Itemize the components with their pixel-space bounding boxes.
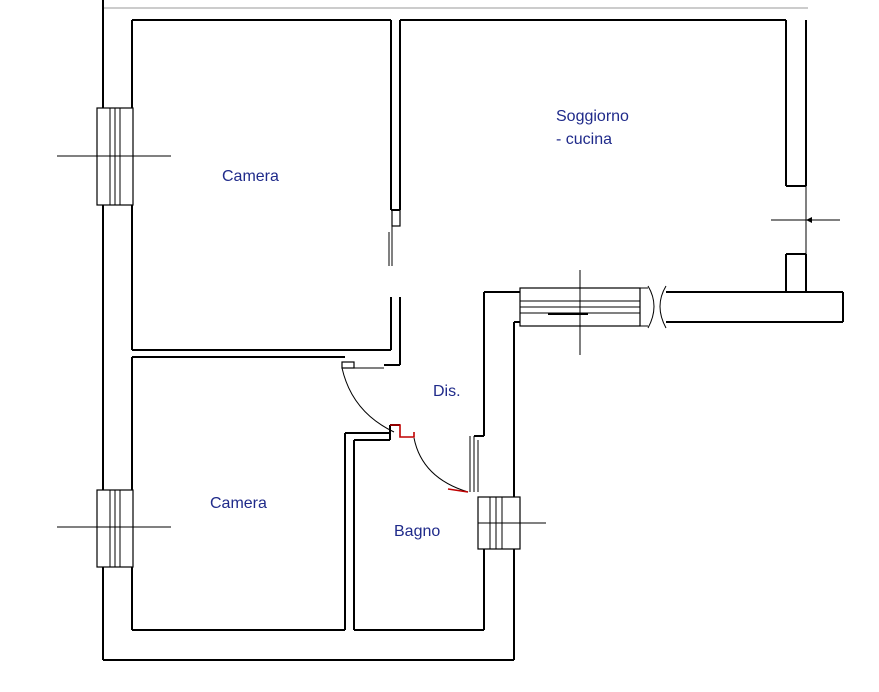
outer-walls [102, 0, 844, 661]
label-camera-bottom: Camera [210, 495, 267, 512]
window-soggiorno-bottom [519, 270, 667, 355]
door-bagno [390, 424, 469, 493]
label-soggiorno-line2: - cucina [556, 131, 612, 148]
label-bagno: Bagno [394, 523, 440, 540]
door-camera-bottom [341, 367, 395, 433]
interior-walls [132, 20, 484, 630]
window-left-top [57, 107, 171, 206]
label-dis: Dis. [433, 383, 461, 400]
label-camera-top: Camera [222, 168, 279, 185]
opening-right [771, 186, 840, 254]
window-bagno [477, 496, 546, 550]
label-soggiorno-line1: Soggiorno [556, 108, 629, 125]
window-left-bottom [57, 489, 171, 568]
